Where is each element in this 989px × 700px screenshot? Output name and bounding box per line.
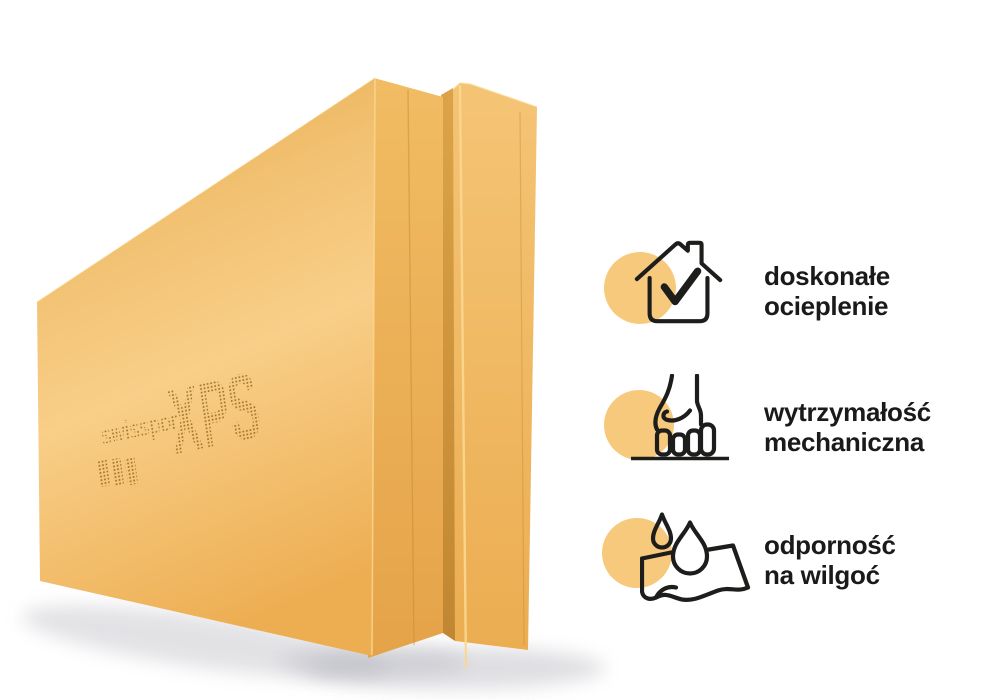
feature-label-line: doskonałe (764, 261, 890, 291)
feature-label-moisture: odporność na wilgoć (764, 530, 896, 590)
feature-label-strength: wytrzymałość mechaniczna (764, 397, 931, 457)
xps-board-front-face (36, 77, 376, 656)
feature-label-line: ocieplenie (764, 291, 889, 321)
water-drops-icon (640, 512, 751, 602)
feature-label-line: odporność (764, 530, 896, 560)
house-check-icon (634, 240, 723, 324)
feature-label-insulation: doskonałe ocieplenie (764, 261, 890, 321)
feature-label-line: na wilgoć (764, 560, 880, 590)
board-logo-xps: XPS (163, 352, 266, 474)
board-shadow (21, 605, 605, 689)
feature-label-line: wytrzymałość (764, 397, 931, 427)
xps-board-front-side (368, 78, 443, 658)
board-gap (441, 88, 455, 641)
hand-press-icon (631, 374, 729, 461)
xps-board-back (448, 82, 538, 669)
feature-label-line: mechaniczna (764, 427, 924, 457)
